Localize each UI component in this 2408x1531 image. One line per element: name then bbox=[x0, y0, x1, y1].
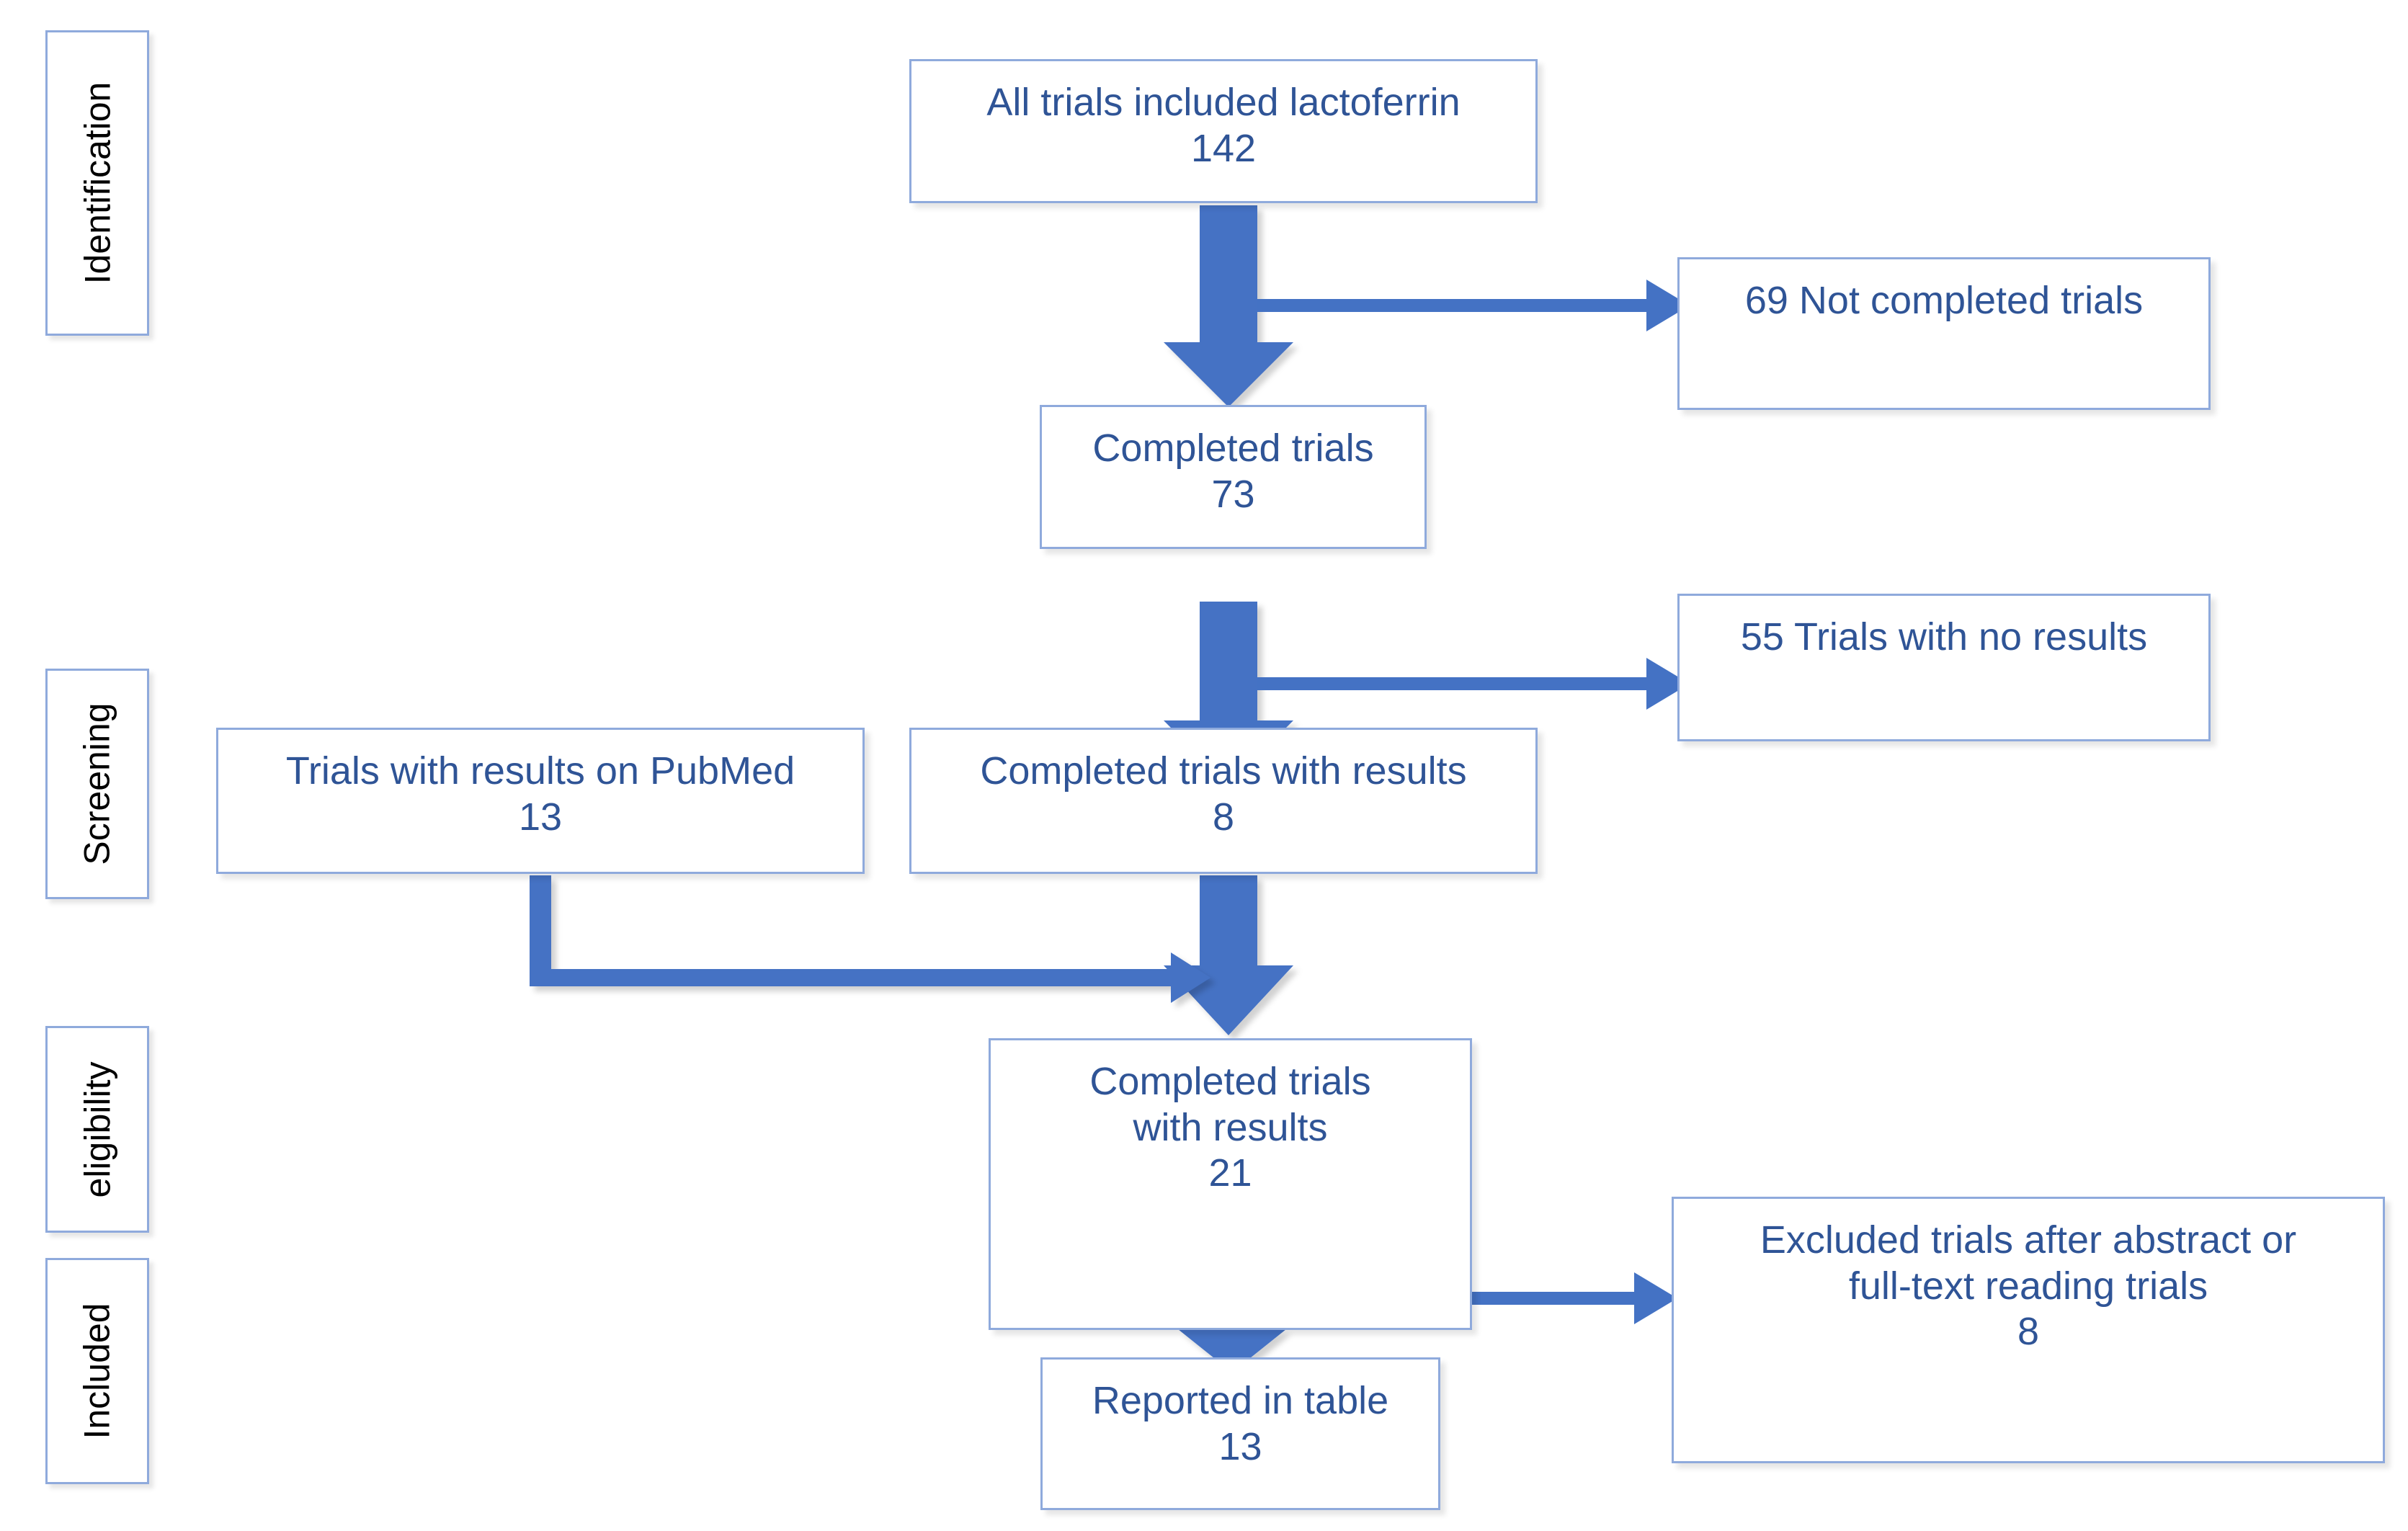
node-excluded-count: 8 bbox=[2017, 1310, 2040, 1354]
node-completed-trials-label: Completed trials bbox=[1092, 427, 1374, 470]
node-excluded-line2: full-text reading trials bbox=[1848, 1264, 2208, 1308]
stage-label-screening: Screening bbox=[45, 669, 149, 899]
node-excluded-line1: Excluded trials after abstract or bbox=[1760, 1218, 2297, 1262]
node-pubmed-results: Trials with results on PubMed 13 bbox=[216, 728, 865, 874]
arrow-all-trials-to-completed bbox=[1164, 205, 1293, 407]
node-pubmed-results-count: 13 bbox=[518, 795, 563, 839]
node-no-results: 55 Trials with no results bbox=[1677, 594, 2211, 741]
node-pubmed-results-label: Trials with results on PubMed bbox=[285, 749, 795, 793]
stage-label-eligibility: eligibility bbox=[45, 1026, 149, 1233]
arrow-results8-to-results21 bbox=[1164, 875, 1293, 1035]
node-all-trials-label: All trials included lactoferrin bbox=[986, 81, 1461, 124]
stage-label-identification-text: Identification bbox=[77, 81, 117, 285]
stage-label-included-text: Included bbox=[77, 1303, 118, 1440]
node-completed-with-results-8-count: 8 bbox=[1212, 795, 1235, 839]
stage-label-included: Included bbox=[45, 1258, 149, 1484]
stage-label-screening-text: Screening bbox=[77, 702, 117, 865]
arrow-elbow-pubmed-to-results21 bbox=[530, 875, 1210, 1003]
stage-label-eligibility-text: eligibility bbox=[77, 1061, 117, 1197]
node-all-trials-count: 142 bbox=[1190, 126, 1257, 170]
node-completed-with-results-21: Completed trials with results 21 bbox=[989, 1038, 1472, 1330]
arrow-branch-not-completed bbox=[1257, 280, 1690, 331]
node-no-results-label: 55 Trials with no results bbox=[1740, 615, 2148, 659]
node-completed-trials-count: 73 bbox=[1211, 472, 1255, 516]
node-not-completed-label: 69 Not completed trials bbox=[1744, 279, 2144, 322]
node-all-trials: All trials included lactoferrin 142 bbox=[909, 59, 1538, 203]
node-completed-with-results-21-line2: with results bbox=[1133, 1105, 1328, 1149]
node-completed-with-results-21-line1: Completed trials bbox=[1089, 1060, 1371, 1103]
node-excluded: Excluded trials after abstract or full-t… bbox=[1672, 1197, 2385, 1463]
node-not-completed: 69 Not completed trials bbox=[1677, 257, 2211, 410]
node-reported: Reported in table 13 bbox=[1040, 1357, 1440, 1510]
node-completed-trials: Completed trials 73 bbox=[1040, 405, 1427, 549]
node-completed-with-results-21-count: 21 bbox=[1208, 1151, 1252, 1195]
node-completed-with-results-8: Completed trials with results 8 bbox=[909, 728, 1538, 874]
node-completed-with-results-8-label: Completed trials with results bbox=[980, 749, 1467, 793]
stage-label-identification: Identification bbox=[45, 30, 149, 336]
node-reported-label: Reported in table bbox=[1092, 1379, 1389, 1422]
node-reported-count: 13 bbox=[1218, 1424, 1262, 1468]
arrow-branch-no-results bbox=[1257, 658, 1690, 710]
